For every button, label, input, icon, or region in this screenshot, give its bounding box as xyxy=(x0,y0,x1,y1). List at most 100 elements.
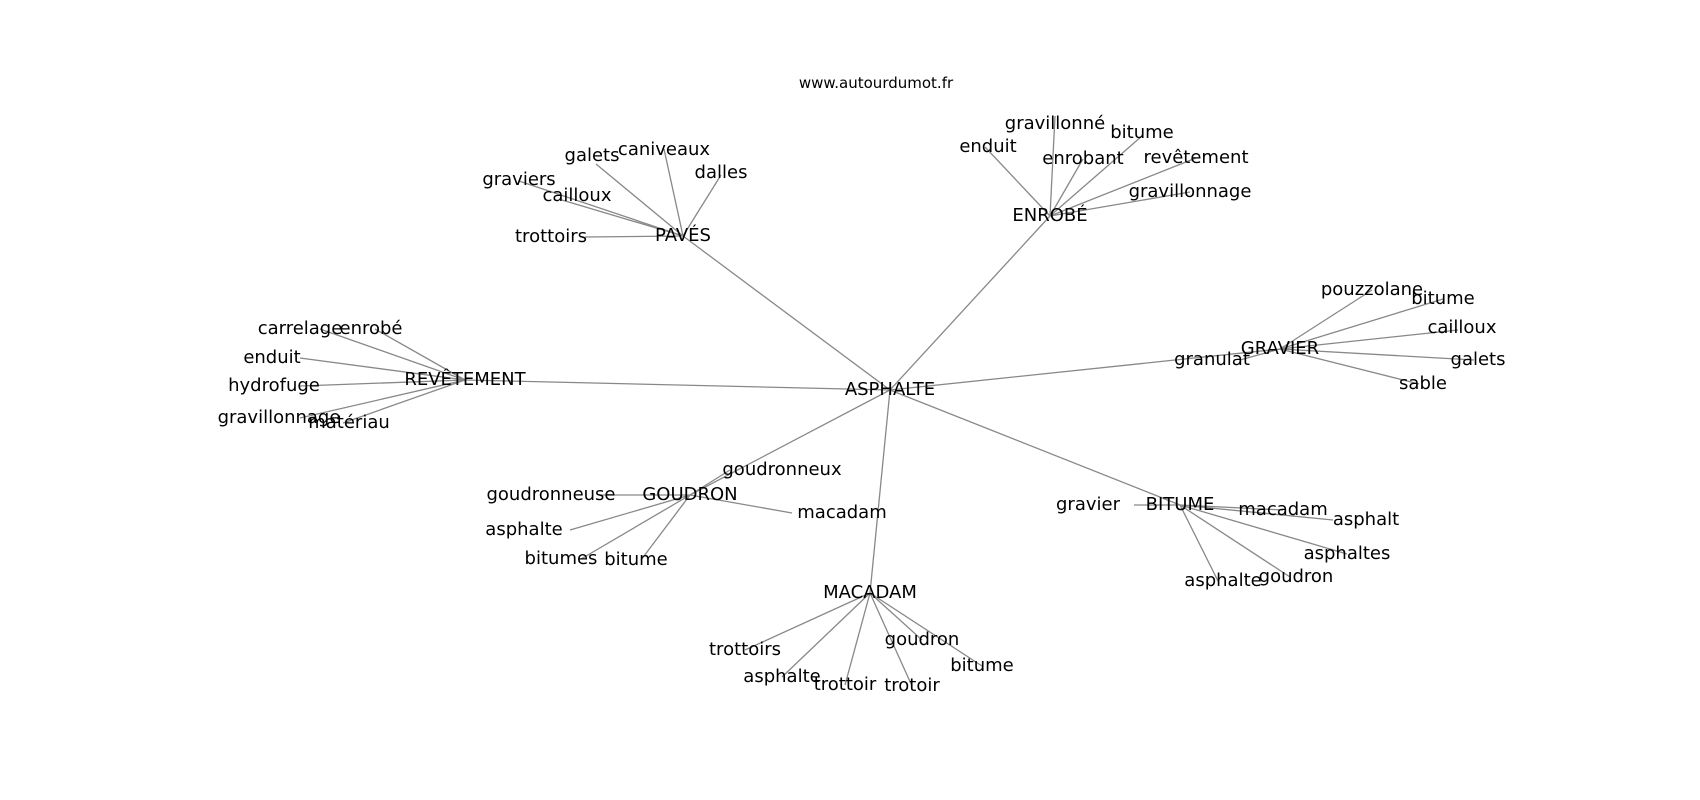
leaf-word-label: bitume xyxy=(1411,288,1475,309)
leaf-word-label: bitumes xyxy=(525,548,598,569)
edge-center-to-hub xyxy=(869,389,891,594)
source-url: www.autourdumot.fr xyxy=(799,74,954,92)
hub-word-label: GOUDRON xyxy=(642,484,737,505)
leaf-word-label: bitume xyxy=(604,549,668,570)
edge-center-to-hub xyxy=(889,389,1181,506)
edge-hub-to-leaf xyxy=(1239,348,1281,361)
leaf-word-label: macadam xyxy=(797,502,886,523)
edge-hub-to-leaf xyxy=(1279,298,1444,350)
leaf-word-label: trotoir xyxy=(884,675,940,696)
leaf-word-label: pouzzolane xyxy=(1321,279,1423,300)
leaf-word-label: enrobé xyxy=(340,318,403,339)
edge-hub-to-leaf xyxy=(319,328,466,381)
edge-hub-to-leaf xyxy=(640,494,691,561)
edge-hub-to-leaf xyxy=(869,592,913,687)
edge-hub-to-leaf xyxy=(518,180,684,237)
edges-layer xyxy=(299,115,1475,687)
leaf-word-label: enduit xyxy=(959,136,1016,157)
hub-word-label: ENROBÉ xyxy=(1012,204,1087,226)
leaf-word-label: trottoir xyxy=(814,674,877,695)
edge-hub-to-leaf xyxy=(584,235,684,238)
leaf-word-label: macadam xyxy=(1238,499,1327,520)
edge-hub-to-leaf xyxy=(1179,504,1291,578)
edge-hub-to-leaf xyxy=(1049,135,1143,217)
edge-hub-to-leaf xyxy=(580,494,691,560)
leaf-word-label: enduit xyxy=(243,347,300,368)
hub-word-label: PAVÉS xyxy=(655,224,711,246)
leaf-word-label: galets xyxy=(565,145,620,166)
leaf-word-label: revêtement xyxy=(1143,147,1248,168)
edge-hub-to-leaf xyxy=(689,469,731,496)
edge-hub-to-leaf xyxy=(869,592,983,667)
leaf-word-label: asphalt xyxy=(1333,509,1399,530)
leaf-word-label: cailloux xyxy=(542,185,611,206)
edge-hub-to-leaf xyxy=(1049,115,1056,217)
leaf-word-label: bitume xyxy=(950,655,1014,676)
edge-hub-to-leaf xyxy=(1179,504,1348,555)
leaf-word-label: matériau xyxy=(308,412,390,433)
edge-hub-to-leaf xyxy=(689,494,793,514)
edge-hub-to-leaf xyxy=(663,148,684,237)
leaf-word-label: dalles xyxy=(695,162,748,183)
edge-hub-to-leaf xyxy=(595,163,684,237)
center-word-label: ASPHALTE xyxy=(845,379,935,400)
edge-hub-to-leaf xyxy=(1179,504,1334,521)
leaf-word-label: bitume xyxy=(1110,122,1174,143)
leaf-word-label: goudronneux xyxy=(722,459,842,480)
edge-hub-to-leaf xyxy=(342,379,466,424)
edge-center-to-hub xyxy=(464,379,891,391)
edge-hub-to-leaf xyxy=(569,494,691,531)
leaf-word-label: asphaltes xyxy=(1304,543,1391,564)
edge-hub-to-leaf xyxy=(1279,329,1459,350)
leaf-word-label: gravier xyxy=(1056,494,1121,515)
leaf-word-label: asphalte xyxy=(743,666,820,687)
leaf-word-label: gravillonné xyxy=(1005,113,1105,134)
edge-hub-to-leaf xyxy=(869,592,923,641)
edge-hub-to-leaf xyxy=(744,592,871,651)
edge-hub-to-leaf xyxy=(1049,191,1191,217)
leaf-word-label: galets xyxy=(1451,349,1506,370)
labels-layer: galetscaniveauxdallesgravierscaillouxtro… xyxy=(218,113,1506,696)
edge-hub-to-leaf xyxy=(682,174,722,237)
hub-word-label: GRAVIER xyxy=(1241,338,1319,359)
leaf-word-label: graviers xyxy=(482,169,555,190)
leaf-word-label: caniveaux xyxy=(618,139,711,160)
leaf-word-label: cailloux xyxy=(1427,317,1496,338)
edge-hub-to-leaf xyxy=(781,592,871,678)
leaf-word-label: goudron xyxy=(1259,566,1334,587)
edge-hub-to-leaf xyxy=(1179,504,1284,511)
edge-center-to-hub xyxy=(889,215,1051,391)
leaf-word-label: enrobant xyxy=(1042,148,1123,169)
edge-center-to-hub xyxy=(689,389,891,496)
edge-hub-to-leaf xyxy=(299,379,466,387)
hub-word-label: REVÊTEMENT xyxy=(404,368,526,390)
hub-word-label: MACADAM xyxy=(823,582,917,603)
leaf-word-label: sable xyxy=(1399,373,1447,394)
edge-hub-to-leaf xyxy=(374,328,466,381)
edge-hub-to-leaf xyxy=(299,357,466,381)
edge-hub-to-leaf xyxy=(844,592,871,686)
leaf-word-label: granulat xyxy=(1174,349,1250,370)
edge-hub-to-leaf xyxy=(984,146,1051,217)
edge-hub-to-leaf xyxy=(1049,157,1197,217)
edge-hub-to-leaf xyxy=(1279,348,1475,361)
leaf-word-label: carrelage xyxy=(258,318,343,339)
edge-hub-to-leaf xyxy=(1279,348,1420,385)
edge-hub-to-leaf xyxy=(299,379,466,419)
leaf-word-label: goudronneuse xyxy=(486,484,615,505)
edge-hub-to-leaf xyxy=(1049,158,1084,217)
edge-hub-to-leaf xyxy=(1179,504,1219,582)
edge-hub-to-leaf xyxy=(561,199,684,237)
hub-word-label: BITUME xyxy=(1146,494,1215,515)
leaf-word-label: asphalte xyxy=(1184,570,1261,591)
leaf-word-label: asphalte xyxy=(485,519,562,540)
leaf-word-label: gravillonnage xyxy=(1129,181,1252,202)
edge-center-to-hub xyxy=(889,348,1281,391)
edge-hub-to-leaf xyxy=(1279,289,1373,350)
leaf-word-label: hydrofuge xyxy=(228,375,320,396)
leaf-word-label: trottoirs xyxy=(709,639,781,660)
leaf-word-label: gravillonnage xyxy=(218,407,341,428)
edge-center-to-hub xyxy=(682,235,891,391)
leaf-word-label: goudron xyxy=(885,629,960,650)
